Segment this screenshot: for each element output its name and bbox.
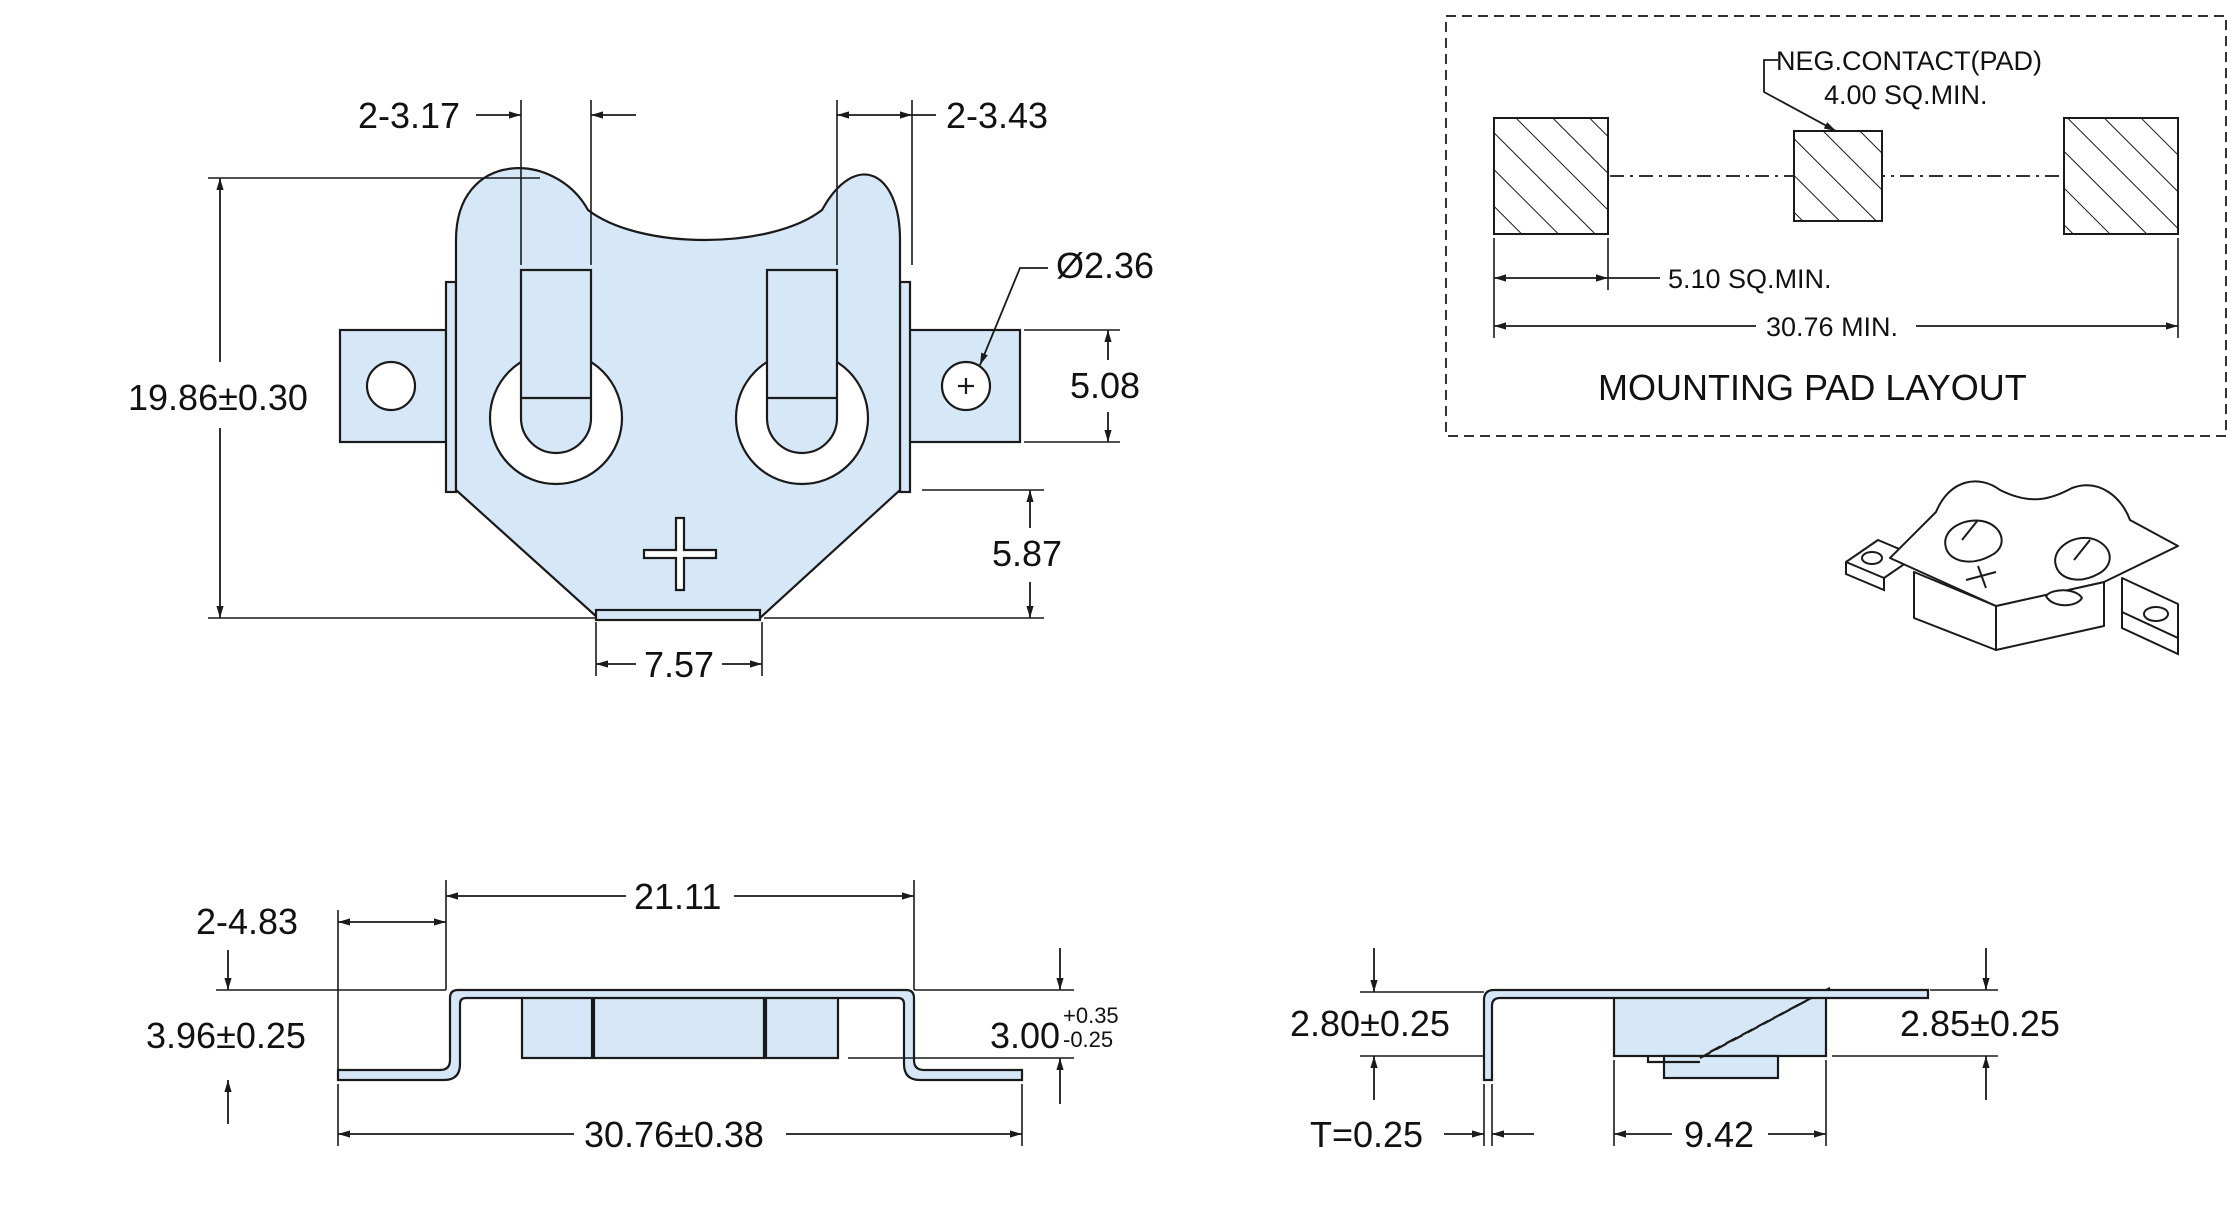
left-flange xyxy=(444,280,458,494)
front-view: 21.11 2-4.83 3.96±0.25 3.00 +0.35 -0.25 … xyxy=(146,876,1119,1155)
dim-thickness: T=0.25 xyxy=(1310,1114,1423,1155)
dim-hole-diameter: Ø2.36 xyxy=(1056,245,1154,286)
pad-center xyxy=(1793,130,1883,222)
dim-overall-width: 30.76±0.38 xyxy=(584,1114,764,1155)
dim-tab-height: 5.08 xyxy=(1070,365,1140,406)
dim-tab-length: 2-4.83 xyxy=(196,901,298,942)
left-spring-slot xyxy=(519,268,593,455)
dim-bottom-offset: 5.87 xyxy=(992,533,1062,574)
top-view: 2-3.17 2-3.43 Ø2.36 19.86±0.30 5.08 5.87 xyxy=(128,95,1154,685)
dim-height-right-plus-tol: +0.35 xyxy=(1063,1003,1119,1028)
neg-contact-size: 4.00 SQ.MIN. xyxy=(1824,80,1988,110)
dim-side-width: 9.42 xyxy=(1684,1114,1754,1155)
isometric-view xyxy=(1845,480,2179,656)
right-flange xyxy=(898,280,912,494)
front-spring-right xyxy=(764,994,840,1060)
neg-contact-label: NEG.CONTACT(PAD) xyxy=(1776,46,2042,76)
dim-height-right: 3.00 xyxy=(990,1015,1060,1056)
dim-height-right-minus-tol: -0.25 xyxy=(1063,1027,1113,1052)
dim-bottom-width: 7.57 xyxy=(644,644,714,685)
pad-left xyxy=(1493,117,1609,235)
dim-height-left: 3.96±0.25 xyxy=(146,1015,306,1056)
front-battery-contact xyxy=(592,994,766,1060)
front-profile xyxy=(336,988,1024,1082)
plus-mark-icon xyxy=(642,516,718,592)
iso-body-top xyxy=(1889,480,2179,607)
side-view: 2.80±0.25 2.85±0.25 T=0.25 9.42 xyxy=(1290,948,2060,1155)
side-profile xyxy=(1482,988,1930,1082)
right-spring-slot xyxy=(765,268,839,455)
dim-width-top: 21.11 xyxy=(634,876,721,917)
bottom-contact-strip xyxy=(594,608,762,622)
pad-layout-frame xyxy=(1445,15,2227,437)
overall-width-min-label: 30.76 MIN. xyxy=(1766,312,1898,342)
dim-slot-left: 2-3.17 xyxy=(358,95,460,136)
left-tab-hole xyxy=(365,360,417,412)
front-spring-left xyxy=(520,994,594,1060)
pad-layout-title: MOUNTING PAD LAYOUT xyxy=(1598,367,2027,408)
pad-size-label: 5.10 SQ.MIN. xyxy=(1668,264,1832,294)
dim-side-height-left: 2.80±0.25 xyxy=(1290,1003,1450,1044)
pad-right xyxy=(2063,117,2179,235)
side-body xyxy=(1612,990,1828,1058)
dim-side-height-right: 2.85±0.25 xyxy=(1900,1003,2060,1044)
dim-height: 19.86±0.30 xyxy=(128,377,308,418)
dim-slot-right: 2-3.43 xyxy=(946,95,1048,136)
iso-plus-mark-icon xyxy=(1965,565,1997,589)
mounting-pad-layout: NEG.CONTACT(PAD) 4.00 SQ.MIN. 5.10 SQ.MI… xyxy=(1445,15,2227,437)
side-contact xyxy=(1662,1054,1780,1080)
